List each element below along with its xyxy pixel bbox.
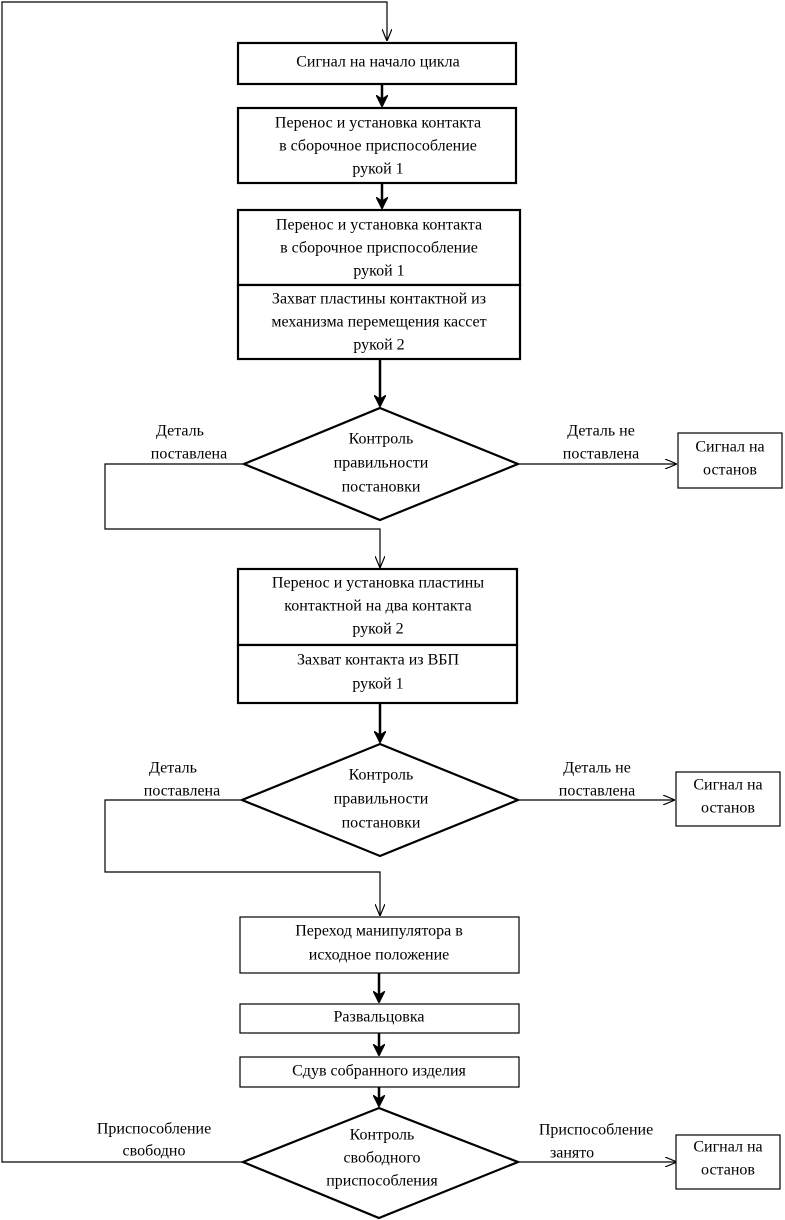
stop-signal-box-2: Сигнал на останов: [675, 771, 781, 827]
check-2-yes-label-2: поставлена: [144, 783, 220, 800]
check-2-line-3: постановки: [342, 815, 421, 832]
check-1-yes-label-1: Деталь: [156, 423, 204, 440]
check-1-no-label-1: Деталь не: [567, 423, 635, 440]
check-3-yes-label-1: Приспособление: [97, 1121, 211, 1138]
check-2-no-label-1: Деталь не: [563, 760, 631, 777]
stop-signal-box-1: Сигнал на останов: [677, 432, 783, 489]
stop-2-line-2: останов: [701, 800, 755, 817]
transfer-1a-line-1: Перенос и установка контакта: [275, 115, 481, 132]
transfer-plate-line-2: контактной на два контакта: [284, 598, 471, 615]
decision-check-1: Контроль правильности постановки: [241, 406, 521, 522]
transfer-1b-line-2: в сборочное приспособление: [280, 240, 478, 257]
check-1-line-3: постановки: [342, 479, 421, 496]
check-3-line-1: Контроль: [350, 1127, 415, 1144]
transfer-1b-line-1: Перенос и установка контакта: [276, 217, 482, 234]
check-1-line-1: Контроль: [349, 431, 414, 448]
blow-off-box: Сдув собранного изделия: [239, 1056, 520, 1088]
transfer-plate-line-3: рукой 2: [352, 621, 403, 638]
grab-contact-line-1: Захват контакта из ВБП: [297, 652, 460, 669]
start-signal-box: Сигнал на начало цикла: [236, 41, 518, 86]
grab-plate-line-1: Захват пластины контактной из: [272, 291, 486, 308]
return-home-box: Переход манипулятора в исходное положени…: [239, 916, 520, 974]
flaring-text: Развальцовка: [334, 1009, 425, 1026]
grab-plate-line-2: механизма перемещения кассет: [271, 314, 486, 331]
grab-plate-box: Захват пластины контактной из механизма …: [236, 283, 522, 361]
stop-3-line-2: останов: [701, 1162, 755, 1179]
grab-contact-box: Захват контакта из ВБП рукой 1: [236, 643, 519, 705]
grab-contact-line-2: рукой 1: [352, 676, 403, 693]
transfer-1a-line-2: в сборочное приспособление: [279, 138, 477, 155]
blow-off-text: Сдув собранного изделия: [292, 1063, 466, 1080]
check-2-no-label-2: поставлена: [559, 783, 635, 800]
check-1-yes-label-2: поставлена: [151, 446, 227, 463]
stop-1-line-2: останов: [703, 462, 757, 479]
transfer-1b-line-3: рукой 1: [353, 263, 404, 280]
stop-signal-box-3: Сигнал на останов: [675, 1134, 781, 1190]
transfer-contact-box-2: Перенос и установка контакта в сборочное…: [236, 208, 522, 287]
transfer-contact-box-1: Перенос и установка контакта в сборочное…: [236, 106, 518, 185]
check-1-line-2: правильности: [334, 455, 429, 472]
transfer-plate-line-1: Перенос и установка пластины: [272, 575, 484, 592]
check-2-line-1: Контроль: [349, 767, 414, 784]
arrow-check2-yes: [104, 799, 380, 915]
decision-check-2: Контроль правильности постановки: [239, 742, 521, 858]
return-home-line-2: исходное положение: [309, 947, 450, 964]
arrow-check1-yes: [104, 463, 380, 567]
grab-plate-line-3: рукой 2: [353, 337, 404, 354]
stop-3-line-1: Сигнал на: [693, 1139, 762, 1156]
stop-1-line-1: Сигнал на: [695, 439, 764, 456]
check-2-yes-label-1: Деталь: [149, 760, 197, 777]
check-3-no-label-1: Приспособление: [539, 1122, 653, 1139]
check-1-no-label-2: поставлена: [563, 446, 639, 463]
return-home-line-1: Переход манипулятора в: [295, 923, 463, 940]
loop-back-connector: [1, 1, 387, 1163]
transfer-plate-box: Перенос и установка пластины контактной …: [236, 567, 519, 647]
check-3-line-3: приспособления: [326, 1173, 438, 1190]
check-2-line-2: правильности: [334, 791, 429, 808]
flaring-box: Развальцовка: [239, 1003, 520, 1034]
start-signal-text: Сигнал на начало цикла: [296, 54, 460, 71]
stop-2-line-1: Сигнал на: [693, 777, 762, 794]
check-3-line-2: свободного: [343, 1150, 420, 1167]
transfer-1a-line-3: рукой 1: [352, 161, 403, 178]
check-3-yes-label-2: свободно: [123, 1143, 186, 1160]
decision-check-3: Контроль свободного приспособления: [240, 1106, 521, 1220]
check-3-no-label-2: занято: [550, 1145, 594, 1162]
